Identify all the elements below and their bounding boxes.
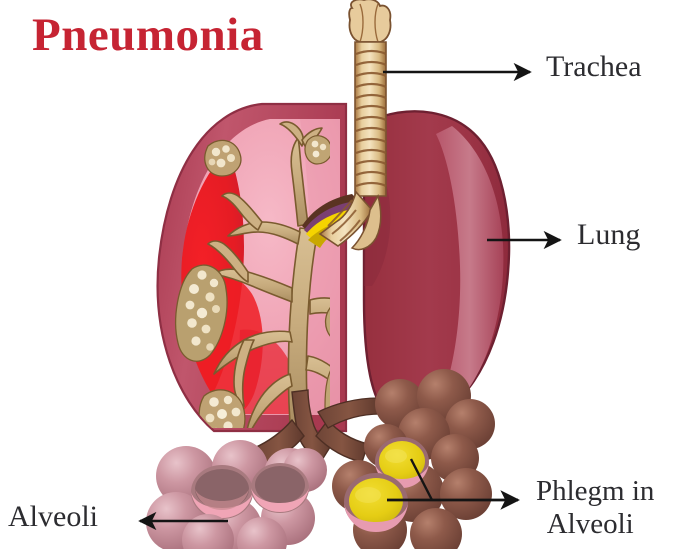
label-phlegm-in-alveoli: Phlegm in Alveoli: [536, 475, 654, 541]
alveoli-cluster-healthy: [146, 440, 327, 549]
alveoli-cluster-infected: [332, 369, 495, 549]
label-phlegm-line1: Phlegm in: [536, 475, 655, 507]
label-trachea: Trachea: [546, 50, 642, 83]
trachea: [318, 0, 392, 251]
label-lung: Lung: [577, 218, 641, 251]
arrow-phlegm-branch: [409, 458, 434, 501]
label-alveoli: Alveoli: [8, 500, 98, 533]
phlegm-alveolus-upper: [375, 437, 429, 488]
phlegm-alveolus-lower: [344, 473, 408, 532]
terminal-alveoli-clusters: [175, 135, 330, 428]
label-phlegm-line2: Alveoli: [546, 508, 634, 540]
page-title: Pneumonia: [32, 9, 264, 61]
